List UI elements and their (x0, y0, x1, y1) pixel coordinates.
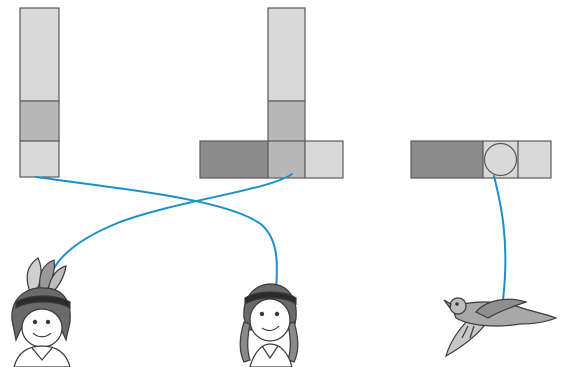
connector-line (51, 173, 293, 273)
cell (19, 7, 60, 102)
smile (32, 332, 52, 338)
flying-bird-illustration (443, 297, 558, 358)
boy-with-feathers-illustration (11, 257, 71, 367)
eye (32, 319, 38, 325)
collar (31, 347, 53, 361)
cell (517, 140, 552, 179)
shirt (13, 345, 71, 367)
head (449, 297, 467, 315)
face (249, 298, 291, 342)
horizontal-bar-with-circle-shape (410, 140, 552, 179)
wing (475, 298, 528, 319)
eye (274, 311, 280, 317)
cell (199, 140, 269, 179)
cell (304, 140, 344, 179)
eye (259, 311, 265, 317)
connector-line (493, 175, 507, 301)
cell (267, 140, 306, 179)
collar (261, 345, 279, 360)
beak (443, 299, 452, 310)
cell (19, 100, 60, 142)
cell (19, 140, 60, 178)
feet (461, 325, 475, 339)
girl-with-braids-illustration (239, 283, 299, 367)
connector-lines (35, 173, 507, 301)
cell (267, 100, 306, 142)
wing (445, 317, 485, 358)
mouth (261, 325, 280, 332)
headband (15, 295, 71, 310)
feather (47, 265, 67, 294)
cell (267, 7, 306, 102)
feather (26, 257, 42, 293)
braid (239, 321, 251, 363)
eye (45, 319, 51, 325)
vertical-bar-shape (19, 7, 60, 178)
inverted-t-shape (199, 7, 344, 179)
braid (287, 321, 299, 363)
circle-cell (483, 142, 518, 177)
headband (244, 291, 297, 306)
face (21, 308, 63, 348)
eye (455, 302, 459, 306)
connector-line (35, 176, 278, 291)
cell (410, 140, 484, 179)
